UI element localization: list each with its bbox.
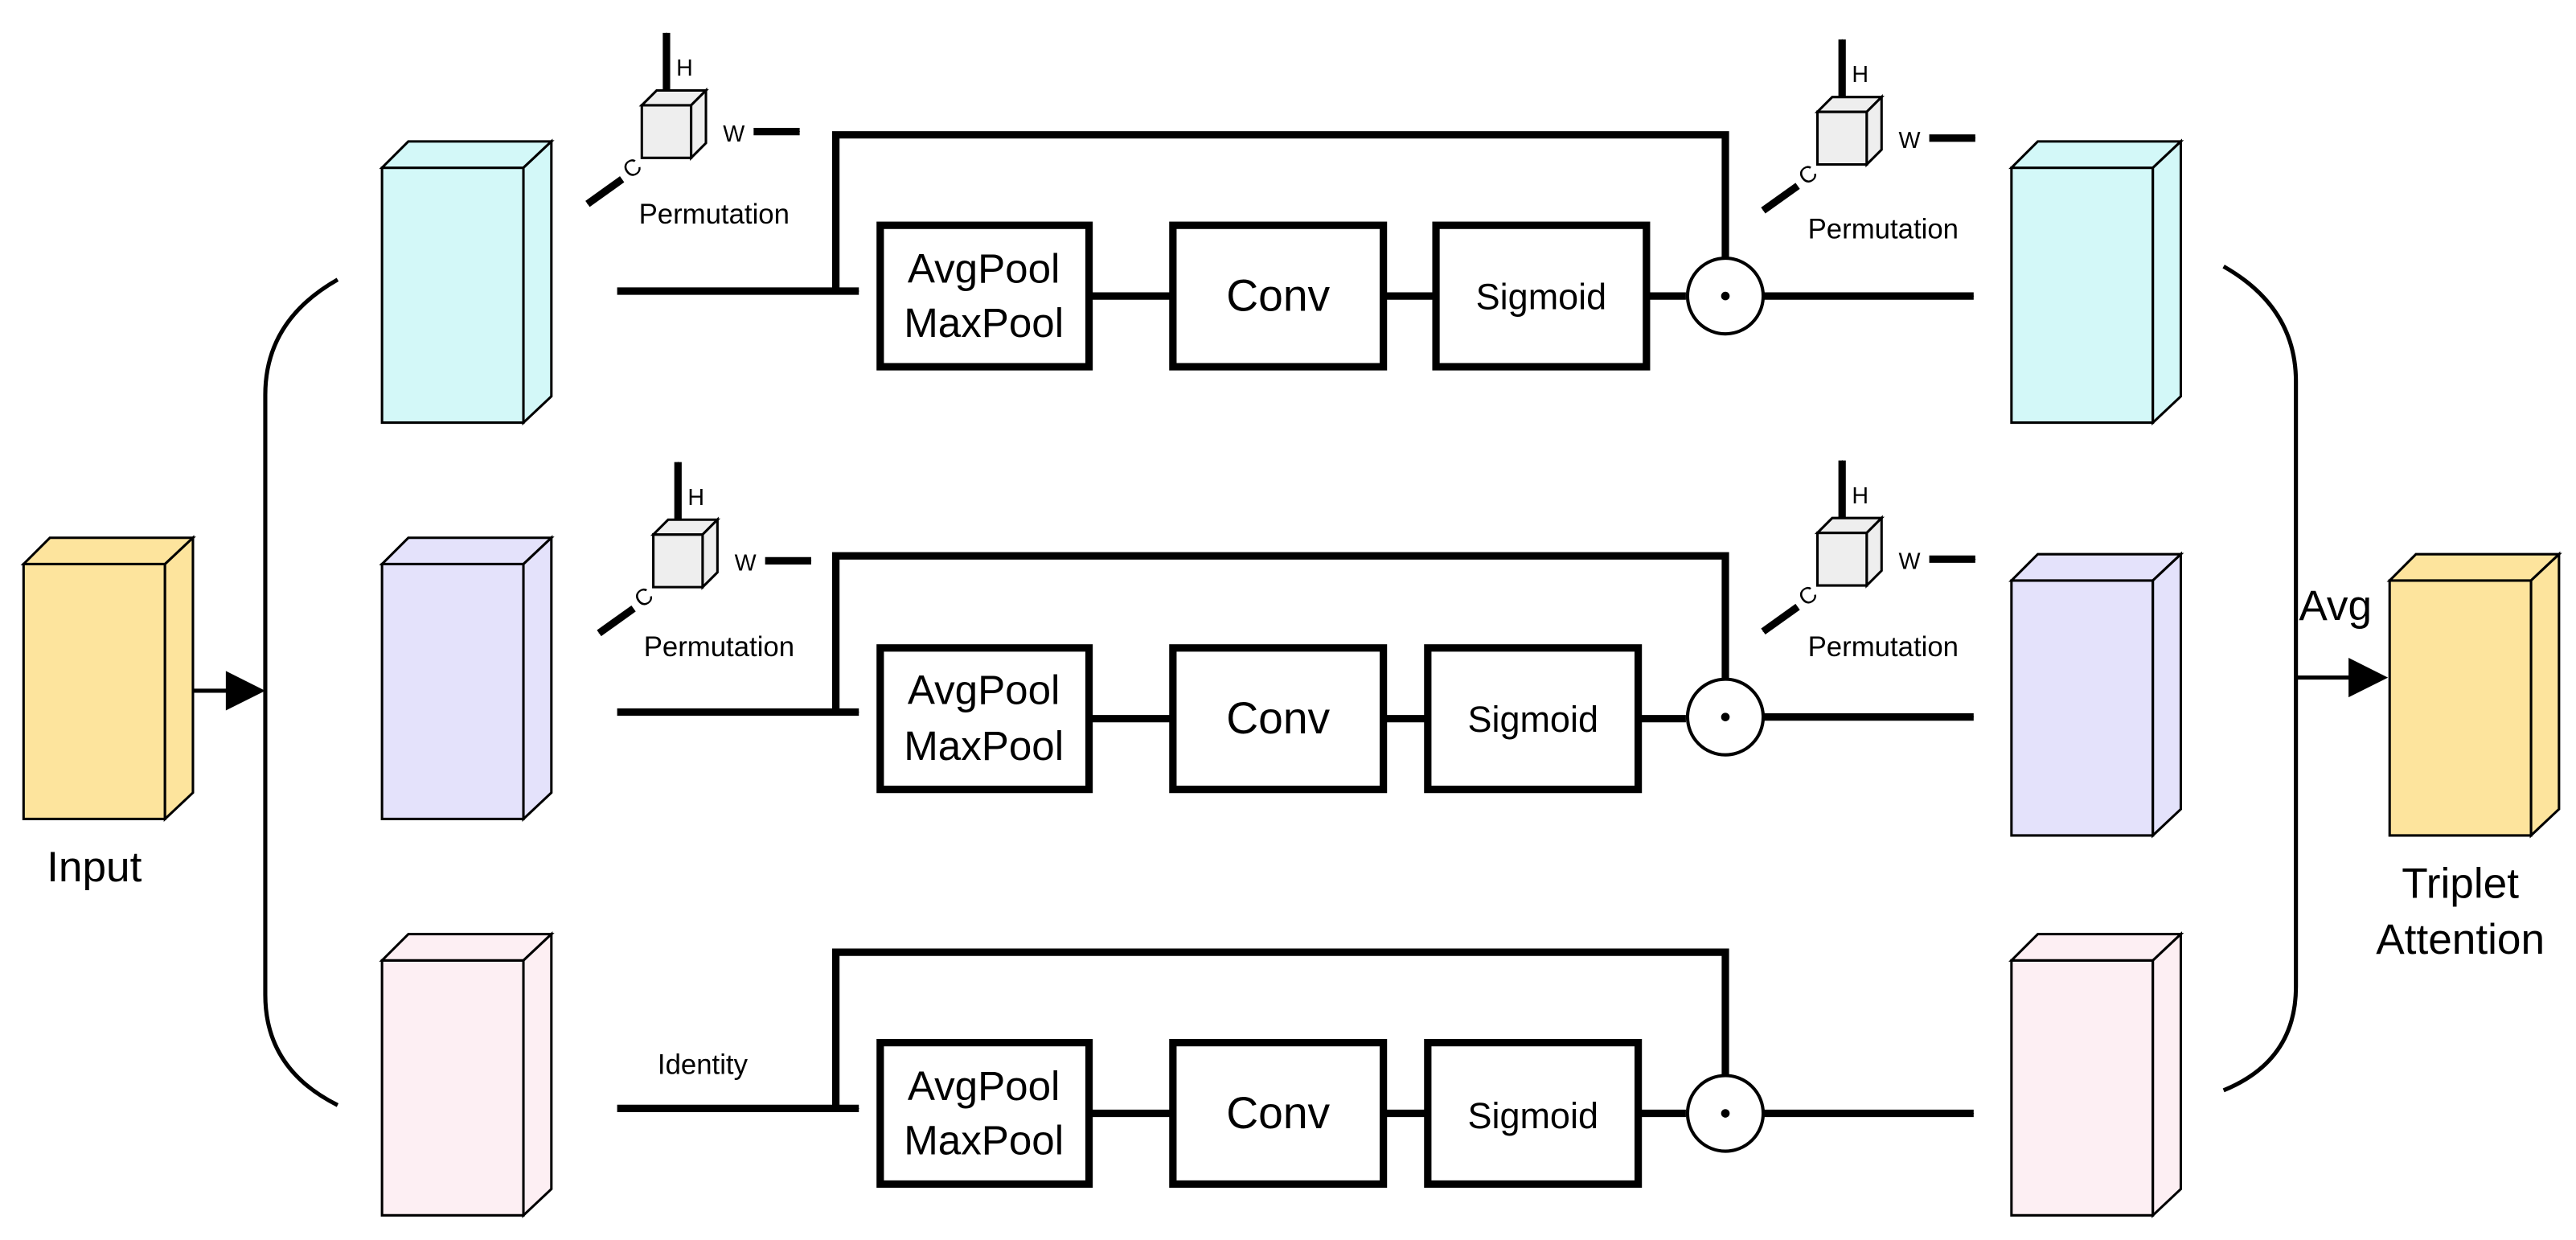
branch-3: Identity AvgPool MaxPool Conv Sigmoid ⊙ [379, 931, 2184, 1218]
branch-3-pool-line2: MaxPool [904, 1118, 1064, 1164]
branch-3-pool-box [876, 1038, 1093, 1189]
input-label: Input [47, 844, 142, 891]
split-arrowhead [225, 671, 265, 711]
branch-3-op-label: Identity [658, 1049, 749, 1080]
branch-2-input-tensor [379, 535, 555, 823]
branch-2-sigmoid-label: Sigmoid [1467, 699, 1598, 740]
input-block-side [163, 535, 195, 823]
branch-3-sigmoid-box [1424, 1038, 1643, 1189]
axis-w-label: W [735, 551, 757, 577]
merge-arrowhead [2348, 658, 2389, 698]
branch-1-output-tensor [2008, 138, 2184, 426]
axis-h-label: H [1852, 62, 1868, 88]
output-block [2386, 551, 2562, 839]
branch-2-out-label: Permutation [1808, 632, 1959, 663]
branch-3-conv-box [1169, 1038, 1388, 1189]
output-label-line2: Attention [2376, 916, 2545, 963]
avg-label: Avg [2299, 582, 2372, 630]
branch-1-op-label: Permutation [639, 199, 790, 230]
branch-3-multiply-node: ⊙ [1685, 1074, 1766, 1153]
branch-2-conv-box [1169, 644, 1388, 794]
axis-h-label: H [687, 485, 704, 511]
branch-2-conv-label: Conv [1226, 693, 1330, 743]
split-bracket [263, 277, 339, 1107]
axis-w-label: W [1899, 549, 1921, 575]
branch-2-output-axes: H W C [1761, 459, 1976, 635]
branch-1-input-tensor [379, 138, 555, 426]
axis-h-label: H [676, 55, 693, 81]
branch-1-pool-line2: MaxPool [904, 300, 1064, 346]
merge-bracket [2222, 265, 2299, 1093]
input-block [20, 535, 196, 823]
branch-3-conv-label: Conv [1226, 1088, 1330, 1138]
branch-2: H W C Permutation H W C Permutation AvgP… [379, 459, 2184, 839]
output-block-front [2388, 579, 2533, 837]
branch-1-pool-line1: AvgPool [908, 246, 1060, 292]
branch-1-sigmoid-label: Sigmoid [1476, 276, 1607, 317]
branch-1: H W C Permutation H W C Permutation AvgP… [379, 32, 2184, 426]
branch-1-multiply-node: ⊙ [1685, 257, 1766, 336]
axis-w-label: W [1899, 128, 1921, 154]
branch-3-pool-line1: AvgPool [908, 1063, 1060, 1109]
branch-1-out-label: Permutation [1808, 215, 1959, 245]
branch-2-skip-connection [831, 552, 1729, 712]
branch-1-conv-box [1169, 221, 1388, 371]
input-block-front [22, 562, 166, 820]
branch-1-conv-label: Conv [1226, 271, 1330, 321]
branch-1-permutation-axes: H W C [585, 32, 801, 207]
branch-2-permutation-axes: H W C [597, 461, 812, 637]
branch-2-multiply-node: ⊙ [1685, 677, 1766, 757]
branch-1-pool-box [876, 221, 1093, 371]
branch-1-output-axes: H W C [1761, 39, 1976, 214]
branch-2-pool-line2: MaxPool [904, 723, 1064, 769]
branch-2-output-tensor [2008, 551, 2184, 839]
branch-3-output-tensor [2008, 931, 2184, 1218]
axis-w-label: W [723, 121, 744, 147]
output-label-line1: Triplet [2402, 860, 2519, 908]
branch-1-skip-connection [831, 131, 1729, 291]
branch-3-input-tensor [379, 931, 555, 1218]
output-block-side [2529, 551, 2561, 839]
axis-h-label: H [1852, 483, 1868, 509]
branch-2-pool-line1: AvgPool [908, 667, 1060, 712]
branch-3-sigmoid-label: Sigmoid [1467, 1095, 1598, 1136]
branch-3-skip-connection [831, 948, 1729, 1109]
branch-2-op-label: Permutation [644, 632, 794, 663]
